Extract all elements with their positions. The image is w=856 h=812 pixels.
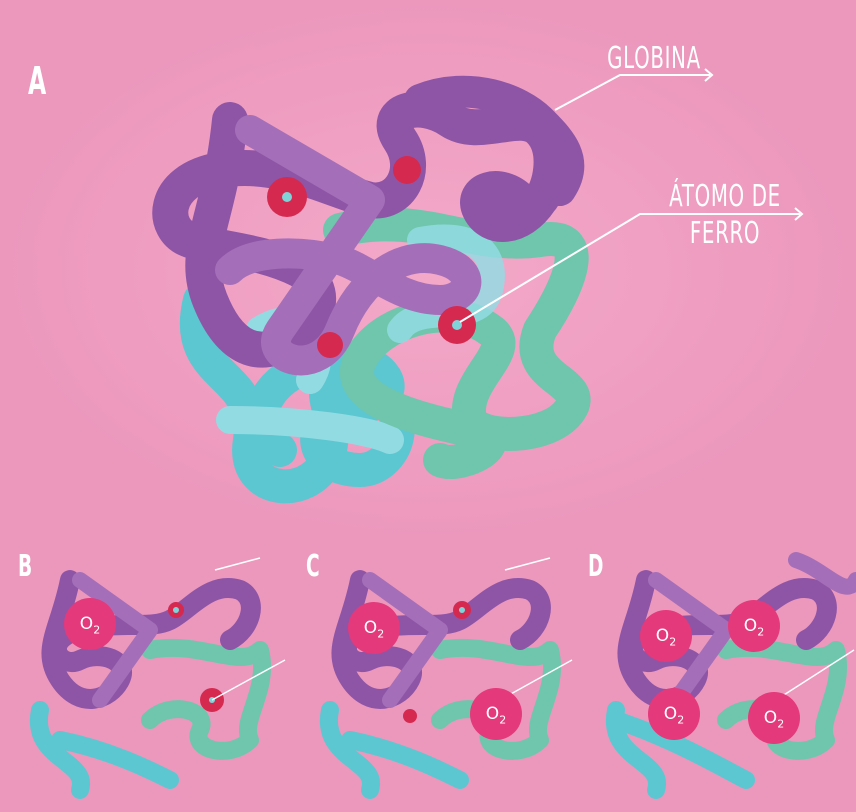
panel-b: O2 B xyxy=(0,540,290,812)
heme-group-3 xyxy=(438,306,476,344)
heme-group-4 xyxy=(317,332,343,358)
panel-letter-d: D xyxy=(588,552,604,582)
oxygen-molecule: O2 xyxy=(640,610,692,662)
heme-group-2 xyxy=(393,156,421,184)
globin-label: GLOBINA xyxy=(601,42,707,76)
panel-c: O2 O2 C xyxy=(290,540,576,812)
panel-letter-c: C xyxy=(306,552,320,582)
panel-d: O2 O2 O2 O2 D xyxy=(576,540,856,812)
hemoglobin-illustration-b xyxy=(0,540,290,812)
oxygen-molecule: O2 xyxy=(348,602,400,654)
oxygen-molecule: O2 xyxy=(648,688,700,740)
iron-atom-label-line2: FERRO xyxy=(662,217,787,251)
hemoglobin-illustration-d xyxy=(576,540,856,812)
panel-letter-b: B xyxy=(18,552,33,582)
hemoglobin-illustration-c xyxy=(290,540,576,812)
oxygen-molecule: O2 xyxy=(728,600,780,652)
oxygen-molecule: O2 xyxy=(470,688,522,740)
oxygen-molecule: O2 xyxy=(748,692,800,744)
hemoglobin-illustration-a xyxy=(0,0,856,540)
iron-atom-label-line1: ÁTOMO DE xyxy=(662,180,787,214)
heme-group-1 xyxy=(267,177,307,217)
oxygen-molecule: O2 xyxy=(64,598,116,650)
panel-a: A GLOBINA ÁTOMO DE FERRO xyxy=(0,0,856,540)
panel-letter-a: A xyxy=(28,62,47,100)
